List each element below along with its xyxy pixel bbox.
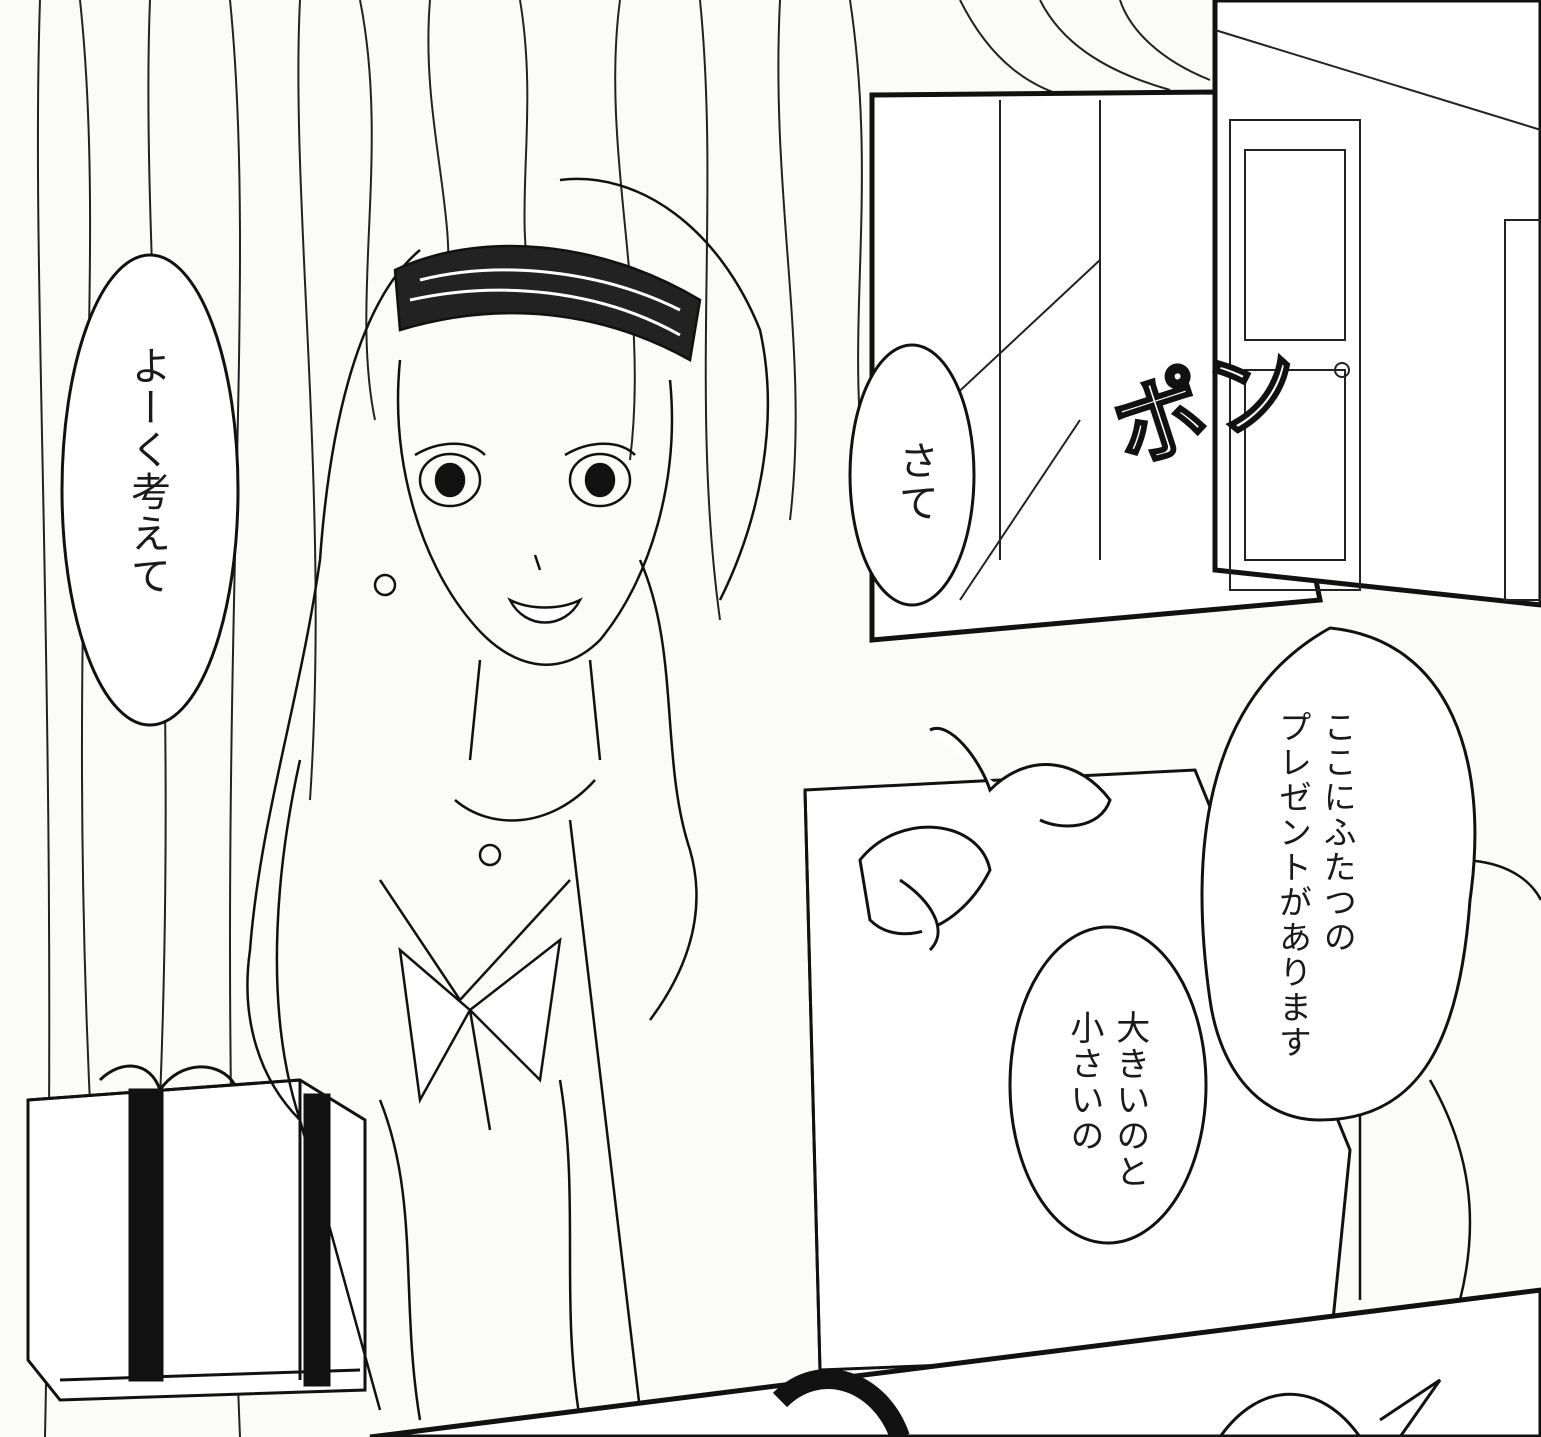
door-panel — [869, 0, 1541, 643]
bubble-think-carefully — [60, 253, 240, 727]
bubble-text-two-presents: ここにふたつの プレゼントがあります — [1273, 710, 1358, 1060]
curtain-folds — [36, 0, 1211, 1437]
character-woman — [246, 177, 770, 1421]
bubble-text-think-carefully: よーく考えて — [124, 345, 170, 597]
bottom-panel — [369, 1287, 1541, 1437]
gift-box-small — [26, 1064, 367, 1402]
speech-bubbles — [60, 253, 1477, 1245]
bubble-now — [848, 343, 976, 607]
bubble-text-now: さて — [892, 440, 938, 524]
bubble-text-big-and-small: 大きいのと 小さいの — [1063, 1010, 1150, 1190]
bubble-big-and-small — [1008, 925, 1208, 1245]
bubble-two-presents — [1200, 626, 1477, 1122]
